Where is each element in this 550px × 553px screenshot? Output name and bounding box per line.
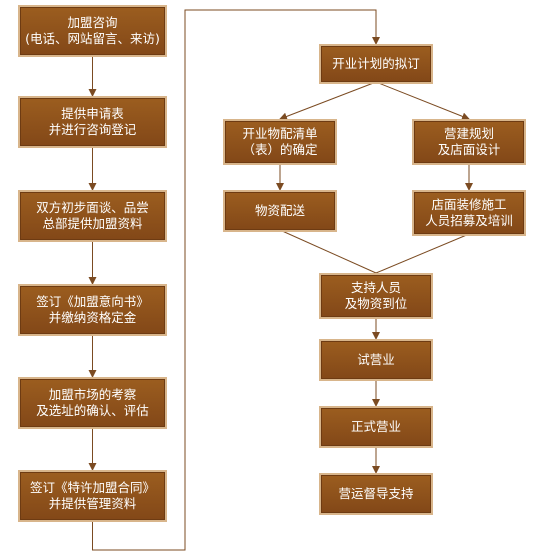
node-line: 及店面设计 <box>437 142 501 157</box>
node-line: 人员招募及培训 <box>425 213 513 228</box>
node-line: 并缴纳资格定金 <box>48 310 137 325</box>
node-franchise-contract: 签订《特许加盟合同》 并提供管理资料 <box>20 472 165 520</box>
node-staff-and-materials-ready: 支持人员 及物资到位 <box>321 275 431 317</box>
node-materials-delivery: 物资配送 <box>225 192 335 230</box>
node-line: 总部提供加盟资料 <box>42 216 143 231</box>
node-line: 及选址的确认、评估 <box>36 403 149 418</box>
node-line: 签订《特许加盟合同》 <box>29 480 155 495</box>
node-materials-list: 开业物配清单 （表）的确定 <box>225 121 335 163</box>
node-operations-supervision: 营运督导支持 <box>321 475 431 513</box>
node-line: 正式营业 <box>350 419 401 434</box>
connector-contract-plan <box>92 9 380 551</box>
node-trial-operation: 试营业 <box>321 341 431 379</box>
node-initial-interview: 双方初步面谈、品尝 总部提供加盟资料 <box>20 192 165 240</box>
node-line: 营运督导支持 <box>338 486 414 501</box>
connector-plan-store-design <box>375 81 470 121</box>
connector-delivery-support <box>279 229 377 274</box>
connector-plan-materials-list <box>279 81 377 121</box>
node-line: 营建规划 <box>443 126 494 141</box>
node-line: 开业计划的拟订 <box>332 56 420 71</box>
node-line: 双方初步面谈、品尝 <box>36 200 149 215</box>
node-line: 加盟咨询 <box>67 15 118 30</box>
node-formal-opening: 正式营业 <box>321 408 431 446</box>
node-line: 及物资到位 <box>344 296 408 311</box>
node-store-decoration: 店面装修施工 人员招募及培训 <box>414 192 524 234</box>
node-line: 试营业 <box>357 352 395 367</box>
node-store-design: 营建规划 及店面设计 <box>414 121 524 163</box>
node-line: (电话、网站留言、来访) <box>25 31 160 46</box>
node-market-survey: 加盟市场的考察 及选址的确认、评估 <box>20 379 165 427</box>
node-opening-plan: 开业计划的拟订 <box>321 46 431 82</box>
node-line: 开业物配清单 <box>242 126 318 141</box>
node-application-form: 提供申请表 并进行咨询登记 <box>20 98 165 146</box>
node-line: 提供申请表 <box>61 106 124 121</box>
node-line: 加盟市场的考察 <box>48 387 137 402</box>
node-line: 签订《加盟意向书》 <box>36 294 149 309</box>
node-line: 店面装修施工 <box>431 197 507 212</box>
node-line: 并进行咨询登记 <box>48 122 137 137</box>
node-line: （表）的确定 <box>242 142 318 157</box>
node-line: 并提供管理资料 <box>48 496 137 511</box>
node-line: 支持人员 <box>350 280 401 295</box>
node-letter-of-intent: 签订《加盟意向书》 并缴纳资格定金 <box>20 286 165 334</box>
node-line: 物资配送 <box>254 203 305 218</box>
connector-decoration-support <box>375 233 470 274</box>
node-franchise-consultation: 加盟咨询 (电话、网站留言、来访) <box>20 7 165 55</box>
